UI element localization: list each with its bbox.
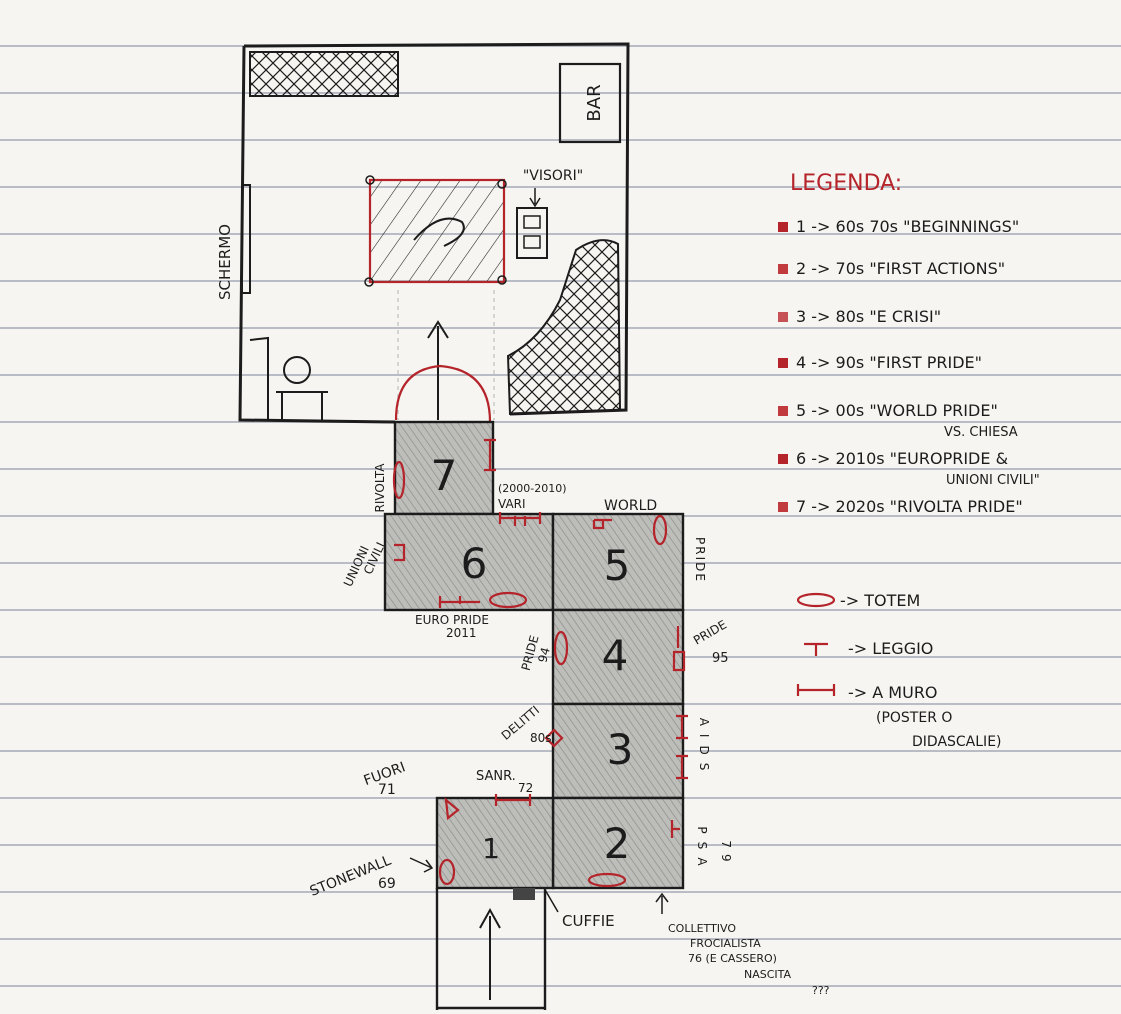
pride94-year: 94 (535, 646, 552, 664)
visori-label: "VISORI" (523, 168, 583, 184)
legend-item-3: 3 -> 80s "E CRISI" (796, 307, 941, 326)
screen-wall (241, 184, 251, 294)
muro-symbol (796, 684, 836, 696)
seating-crosshatch-area (506, 239, 622, 416)
psa-label: PSA (695, 826, 709, 873)
sanr-year: 72 (518, 781, 533, 795)
leggio-symbol (804, 642, 828, 656)
vari-label: VARI (498, 497, 526, 511)
vari-years-label: (2000-2010) (498, 482, 567, 495)
collettivo-line-4: NASCITA (744, 968, 792, 981)
legend-item-5-sub: VS. CHIESA (944, 425, 1018, 440)
delitti-year: 80s (530, 731, 552, 745)
room-7-number: 7 (431, 451, 458, 500)
legend-swatch-2 (778, 264, 788, 274)
legend-item-6: 6 -> 2010s "EUROPRIDE & (796, 449, 1008, 468)
pride95-year: 95 (712, 651, 729, 666)
symbol-legend: -> TOTEM -> LEGGIO -> A MURO (POSTER O D… (796, 591, 1002, 750)
legend-item-7: 7 -> 2020s "RIVOLTA PRIDE" (796, 497, 1023, 516)
muro-legend-label: -> A MURO (848, 683, 938, 702)
pride95-label: PRIDE (691, 617, 729, 647)
cuffie-device (513, 888, 535, 900)
legend-swatch-4 (778, 358, 788, 368)
room-1 (435, 796, 555, 890)
room-5 (551, 512, 685, 612)
entrance-arrow (427, 320, 449, 420)
collettivo-line-5: ??? (812, 984, 830, 997)
muro-note-1: (POSTER O (876, 710, 952, 726)
bar-label: BAR (584, 84, 605, 121)
room-5-number: 5 (604, 541, 631, 590)
collettivo-line-3: 76 (E CASSERO) (688, 952, 777, 965)
legend-item-6-sub: UNIONI CIVILI" (946, 473, 1040, 488)
room-6-number: 6 (461, 539, 488, 588)
rivolta-label: RIVOLTA (373, 463, 387, 513)
leggio-legend-label: -> LEGGIO (848, 639, 933, 658)
collettivo-line-1: COLLETTIVO (668, 922, 736, 935)
world-label: WORLD (604, 498, 657, 514)
totem-legend-label: -> TOTEM (840, 591, 920, 610)
legend-item-2: 2 -> 70s "FIRST ACTIONS" (796, 259, 1005, 278)
bottom-corridor (435, 888, 547, 1010)
legend-swatch-3 (778, 312, 788, 322)
cuffie-label: CUFFIE (562, 912, 615, 930)
pride-side-label: PRIDE (693, 537, 707, 583)
aids-label: AIDS (697, 718, 711, 779)
legend-item-1: 1 -> 60s 70s "BEGINNINGS" (796, 217, 1019, 236)
legend-item-5: 5 -> 00s "WORLD PRIDE" (796, 401, 998, 420)
arch (394, 364, 492, 423)
legend-swatch-6 (778, 454, 788, 464)
collettivo-line-2: FROCIALISTA (690, 937, 761, 950)
room-3-number: 3 (607, 725, 634, 774)
room-6 (383, 512, 555, 612)
psa-year: 79 (719, 840, 733, 867)
sanr-label: SANR. (476, 769, 516, 784)
legend-swatch-5 (778, 406, 788, 416)
red-markers (392, 438, 688, 888)
euro-pride-year: 2011 (446, 626, 477, 640)
bottom-entrance-arrow (479, 907, 501, 1000)
euro-pride-label: EURO PRIDE (415, 613, 489, 627)
room-3 (551, 702, 685, 800)
schermo-label: SCHERMO (216, 224, 234, 300)
room-1-number: 1 (482, 832, 500, 865)
totem-symbol (796, 592, 836, 608)
legend-list: 1 -> 60s 70s "BEGINNINGS" 2 -> 70s "FIRS… (778, 217, 1040, 516)
room-4 (551, 608, 685, 706)
legend-title: LEGENDA: (790, 171, 902, 196)
legend-swatch-1 (778, 222, 788, 232)
viewer-platform (364, 175, 507, 287)
legend-swatch-7 (778, 502, 788, 512)
stonewall-year: 69 (378, 876, 396, 892)
bar-counter (558, 62, 622, 144)
legend-item-4: 4 -> 90s "FIRST PRIDE" (796, 353, 982, 372)
chair-and-table (249, 336, 328, 420)
room-4-number: 4 (602, 631, 629, 680)
visori-device (516, 207, 548, 259)
top-left-crosshatch-area (249, 51, 399, 97)
room-2 (551, 796, 685, 890)
room-2-number: 2 (604, 819, 631, 868)
fuori-year: 71 (378, 782, 396, 798)
muro-note-2: DIDASCALIE) (912, 734, 1002, 750)
